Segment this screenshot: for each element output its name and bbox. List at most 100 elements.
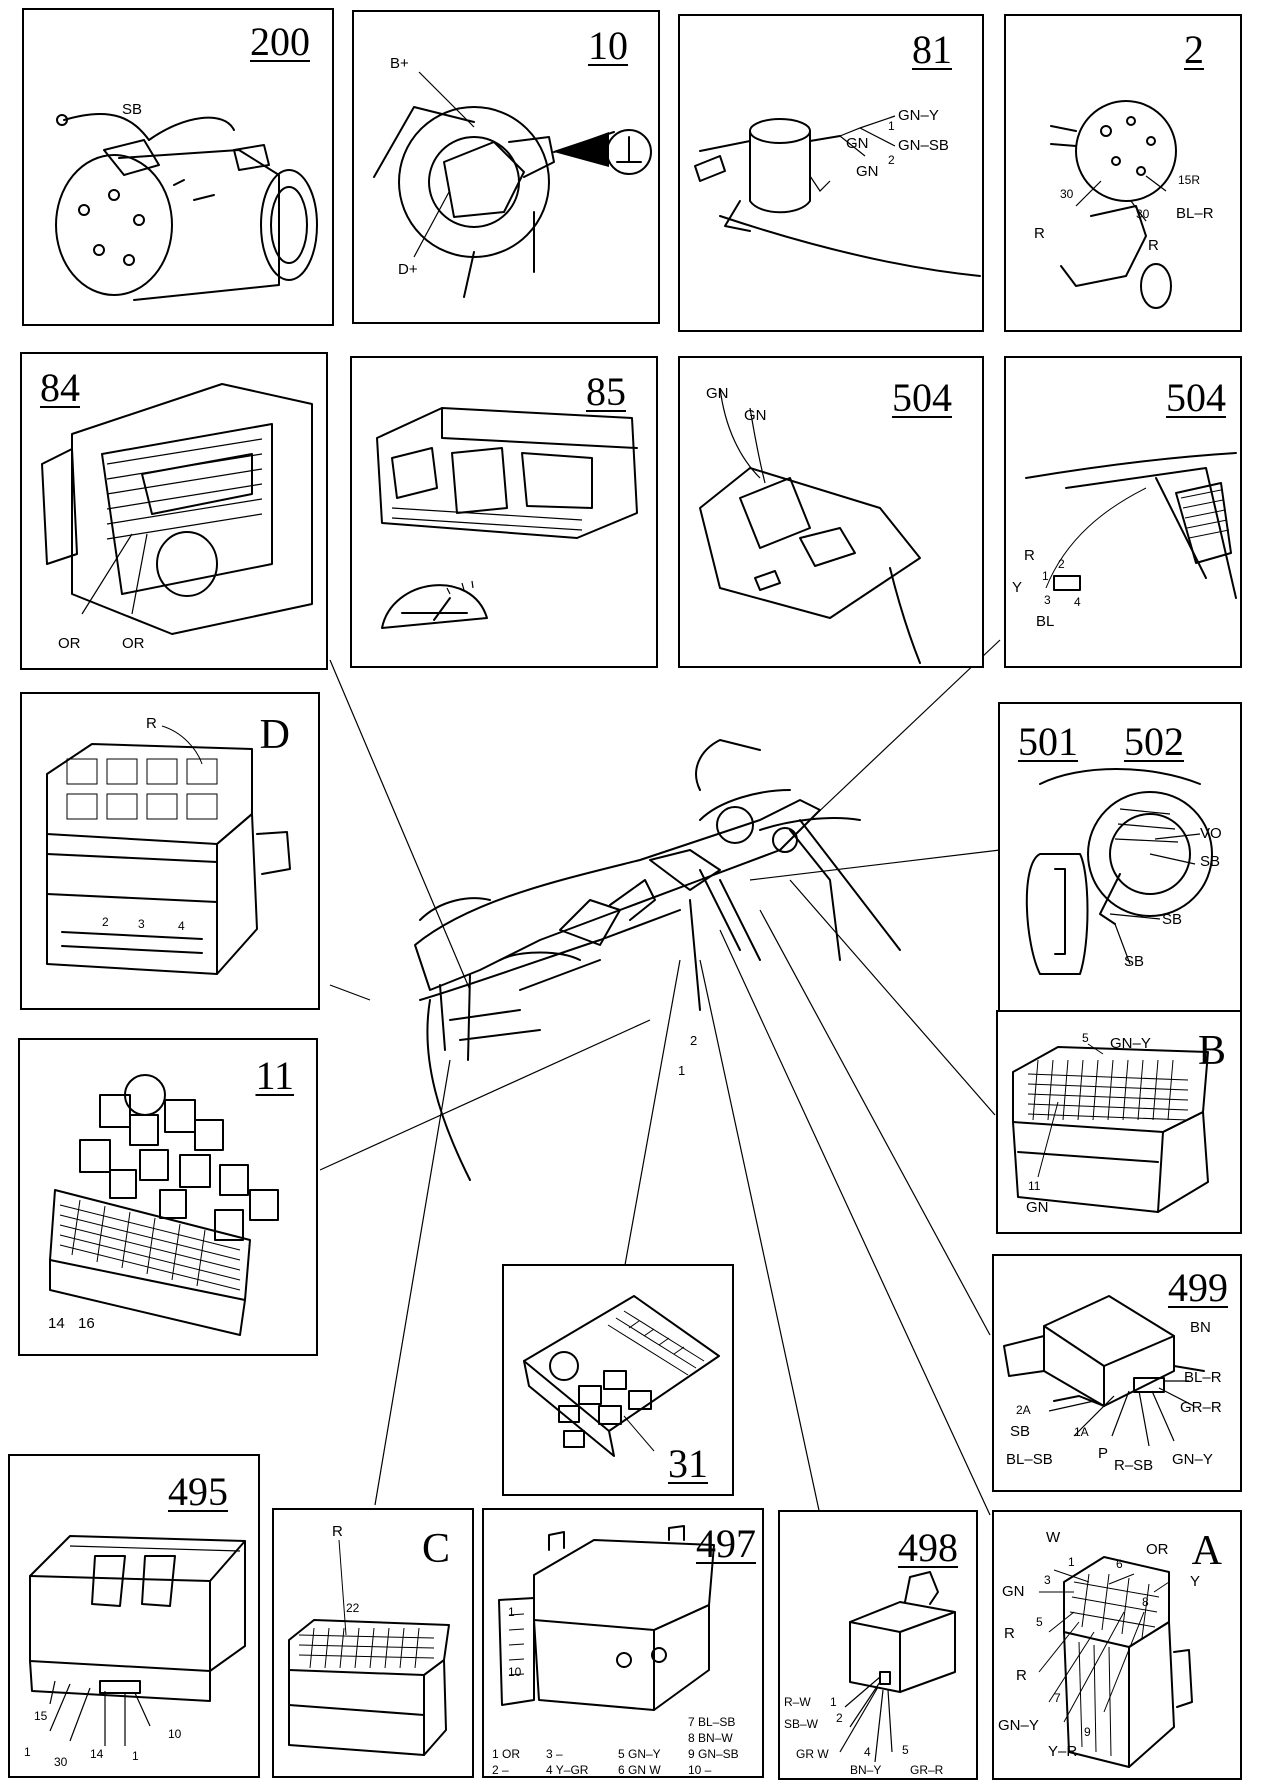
pin-label-5: 5 xyxy=(1036,1615,1043,1629)
wire-label-gr-r: GR–R xyxy=(1180,1399,1222,1416)
panel-number: 504 xyxy=(1166,375,1226,420)
terminal-label-d-plus: D+ xyxy=(398,261,418,278)
pin-label-2: 2 xyxy=(1058,557,1065,571)
panel-number: 501 xyxy=(1018,719,1078,764)
pin-label-1: 1 xyxy=(24,1745,31,1759)
wire-label-r-w: R–W xyxy=(784,1695,811,1709)
connector-b-drawing xyxy=(1012,1043,1209,1213)
fuse-label-16: 16 xyxy=(78,1315,95,1332)
pin-label-5: 5 xyxy=(1082,1031,1089,1045)
wire-label-gn-sb: GN–SB xyxy=(898,137,949,154)
panel-letter: D xyxy=(259,712,290,758)
pin-label-5: 5 xyxy=(902,1743,909,1757)
wire-label-r: R xyxy=(1148,237,1159,254)
wire-label-r: R xyxy=(146,715,157,732)
panel-number: 497 xyxy=(696,1521,756,1566)
connector-d-drawing xyxy=(46,725,291,975)
terminal-label-b-plus: B+ xyxy=(390,55,409,72)
panel-501-502-blower: 501 502 VO SB SB SB xyxy=(998,702,1242,1018)
pin-label-6: 6 xyxy=(1116,1557,1123,1571)
pin-legend-5: 5 GN–Y xyxy=(618,1747,661,1761)
panel-letter: C xyxy=(421,1526,450,1572)
wire-label-or: OR xyxy=(1146,1541,1169,1558)
terminal-label-30: 30 xyxy=(1060,187,1074,201)
wire-label-sb: SB xyxy=(1010,1423,1031,1440)
wire-label-r-sb: R–SB xyxy=(1114,1457,1154,1474)
wire-label-or: OR xyxy=(122,635,145,652)
wire-label-gr-r: GR–R xyxy=(910,1763,944,1777)
panel-number: 495 xyxy=(168,1469,228,1514)
heater-unit-drawing xyxy=(41,383,313,635)
control-unit-495-drawing xyxy=(29,1535,246,1746)
pin-label-9: 9 xyxy=(1084,1725,1091,1739)
pin-label-7: 7 xyxy=(1054,1691,1061,1705)
panel-number: 10 xyxy=(588,23,628,68)
pin-label-14: 14 xyxy=(90,1747,104,1761)
wire-label-gn: GN xyxy=(744,407,767,424)
wire-label-bl: BL xyxy=(1036,613,1055,630)
panel-number: 11 xyxy=(255,1053,294,1098)
wire-label-sb: SB xyxy=(1200,853,1221,870)
pin-label-1: 1 xyxy=(1068,1555,1075,1569)
pin-label-10: 10 xyxy=(508,1665,522,1679)
panel-11-relay-box: 11 14 16 xyxy=(18,1038,318,1356)
pin-label-4: 4 xyxy=(1074,595,1081,609)
terminal-label-1a: 1A xyxy=(1074,1425,1089,1439)
compressor-drawing xyxy=(55,112,318,301)
terminal-label-30: 30 xyxy=(1136,207,1150,221)
wire-label-or: OR xyxy=(58,635,81,652)
pin-legend-3: 3 – xyxy=(546,1747,563,1761)
panel-498-relay: 498 R–W SB–W GR W BN–Y GR–R 1 2 4 5 xyxy=(778,1510,978,1780)
panel-number: 498 xyxy=(898,1525,958,1570)
pin-label-11: 11 xyxy=(1028,1179,1041,1193)
wire-label-gn: GN xyxy=(856,163,879,180)
panel-number: 84 xyxy=(40,365,80,410)
panel-497-control-module: 497 1 10 7 BL–SB 8 BN–W 9 GN–SB 10 – 1 O… xyxy=(482,1508,764,1778)
pin-label-2: 2 xyxy=(888,153,895,167)
wire-label-gn-y: GN–Y xyxy=(998,1717,1039,1734)
wire-label-gn: GN xyxy=(1026,1199,1049,1216)
blower-drawing xyxy=(1025,768,1213,975)
terminal-label-2a: 2A xyxy=(1016,1403,1031,1417)
pin-label-3: 3 xyxy=(1044,1573,1051,1587)
wire-label-bl-r: BL–R xyxy=(1184,1369,1222,1386)
wire-label-y: Y xyxy=(1190,1573,1201,1590)
terminal-label-15r: 15R xyxy=(1178,173,1201,187)
panel-84-heater-unit: 84 OR OR xyxy=(20,352,328,670)
pin-label-2: 2 xyxy=(836,1711,843,1725)
panel-31-fuse-box: 31 xyxy=(502,1264,734,1496)
panel-504-connector: 504 R Y BL 1 2 3 4 xyxy=(1004,356,1242,668)
panel-number: 85 xyxy=(586,369,626,414)
pin-label-15: 15 xyxy=(34,1709,48,1723)
wire-label-gn: GN xyxy=(1002,1583,1025,1600)
connector-a-drawing xyxy=(1038,1556,1193,1768)
fuse-box-drawing xyxy=(523,1295,720,1457)
wire-label-gn-y: GN–Y xyxy=(1110,1035,1151,1052)
wire-label-r: R xyxy=(332,1523,343,1540)
pin-legend-2: 2 – xyxy=(492,1763,509,1777)
wire-label-r: R xyxy=(1016,1667,1027,1684)
pin-legend-6: 6 GN W xyxy=(618,1763,661,1777)
control-module-drawing xyxy=(1003,1295,1205,1447)
panel-499-control-module: 499 BN BL–R GR–R GN–Y R–SB P BL–SB SB 2A… xyxy=(992,1254,1242,1492)
panel-81: 81 GN GN GN–Y GN–SB 1 2 xyxy=(678,14,984,332)
pin-legend-7: 7 BL–SB xyxy=(688,1715,736,1729)
pin-label-1: 1 xyxy=(888,119,895,133)
wire-label-gn-y: GN–Y xyxy=(1172,1451,1213,1468)
pin-label-10: 10 xyxy=(168,1727,182,1741)
wire-label-y: Y xyxy=(1012,579,1023,596)
panel-a-connector: A W OR Y GN R R GN–Y Y–R 1 3 5 6 7 8 9 xyxy=(992,1510,1242,1780)
wire-label-bn-y: BN–Y xyxy=(850,1763,882,1777)
wire-label-p: P xyxy=(1098,1445,1109,1462)
panel-504-console: 504 GN GN xyxy=(678,356,984,668)
connector-504-drawing xyxy=(1025,452,1237,599)
relay-498-drawing xyxy=(839,1571,956,1763)
pin-label-2: 2 xyxy=(102,915,109,929)
panel-letter: A xyxy=(1191,1528,1222,1574)
panel-2-ignition-switch: 2 R BL–R R 30 30 15R xyxy=(1004,14,1242,332)
pin-label-1: 1 xyxy=(508,1605,515,1619)
pin-legend-8: 8 BN–W xyxy=(688,1731,733,1745)
pin-label-22: 22 xyxy=(346,1601,360,1615)
pin-label-4: 4 xyxy=(864,1745,871,1759)
